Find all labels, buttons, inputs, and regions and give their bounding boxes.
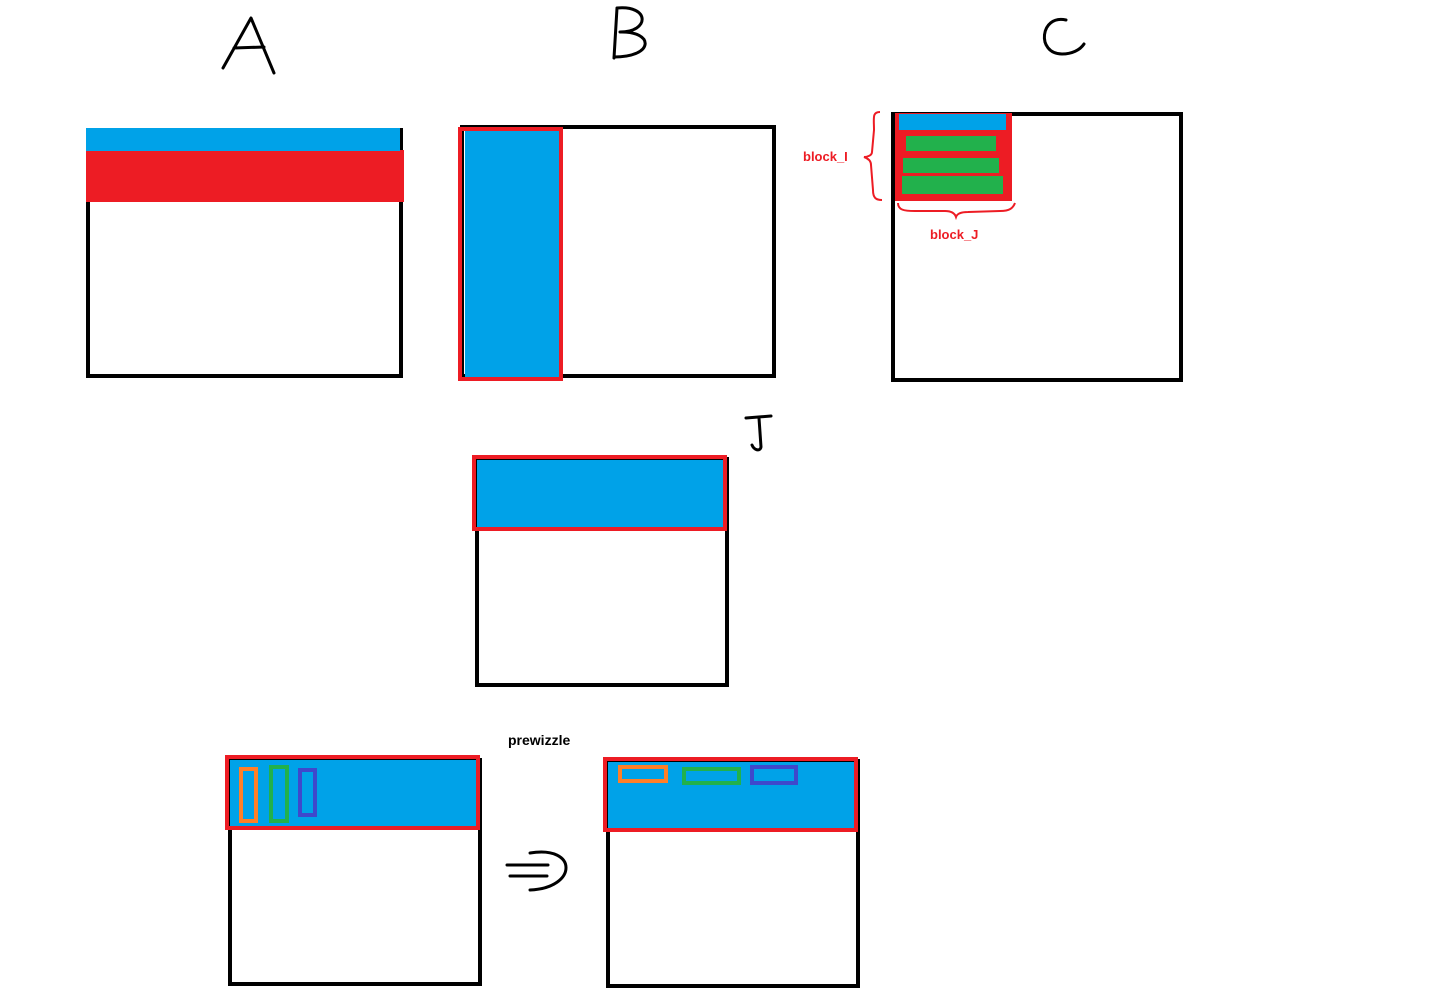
matrix-t-title-glyph — [744, 414, 773, 452]
matrix-t — [472, 455, 729, 687]
matrix-b-blue-column — [465, 129, 559, 379]
matrix-a-title-glyph — [221, 16, 276, 75]
matrix-c-title-glyph — [1043, 17, 1086, 56]
matrix-a-title: A — [250, 93, 251, 96]
matrix-c: block_I block_J — [803, 111, 1183, 382]
swizzle-before-red-highlight — [225, 755, 480, 830]
matrix-t-blue-rows — [477, 460, 724, 529]
matrix-a — [86, 128, 404, 378]
swizzle-after-blue — [608, 762, 855, 830]
matrix-b-title-glyph — [612, 6, 647, 60]
matrix-c-green-strip-1 — [906, 136, 996, 151]
swizzle-before-matrix — [225, 755, 482, 986]
swizzle-after-purple-block — [750, 765, 798, 785]
block-i-brace — [863, 111, 883, 201]
swizzle-after-red-highlight — [603, 757, 858, 832]
matrix-a-red-rows — [86, 150, 404, 202]
matrix-c-title: C — [1060, 94, 1061, 96]
matrix-a-blue-row — [86, 128, 400, 151]
swizzle-before-green-block — [269, 765, 289, 823]
swizzle-before-blue — [230, 760, 478, 828]
matrix-b-red-highlight — [458, 127, 563, 381]
arrow-icon — [505, 850, 568, 892]
swizzle-before-orange-block — [239, 767, 258, 823]
swizzle-after-green-block — [682, 767, 741, 785]
swizzle-before-purple-block — [298, 768, 317, 817]
matrix-c-green-strip-3 — [902, 176, 1003, 194]
matrix-t-red-highlight — [472, 455, 727, 531]
block-i-label: block_I — [803, 149, 848, 164]
matrix-c-blue-strip — [899, 114, 1006, 130]
swizzle-after-orange-block — [618, 765, 668, 783]
matrix-b-title: B — [630, 94, 631, 96]
matrix-c-green-strip-2 — [903, 158, 999, 173]
block-j-label: block_J — [930, 227, 978, 242]
prewizzle-label: prewizzle — [508, 732, 570, 748]
matrix-t-title: T — [760, 469, 761, 471]
block-j-brace — [897, 202, 1016, 221]
swizzle-after-matrix — [603, 757, 860, 988]
matrix-b — [458, 125, 776, 381]
